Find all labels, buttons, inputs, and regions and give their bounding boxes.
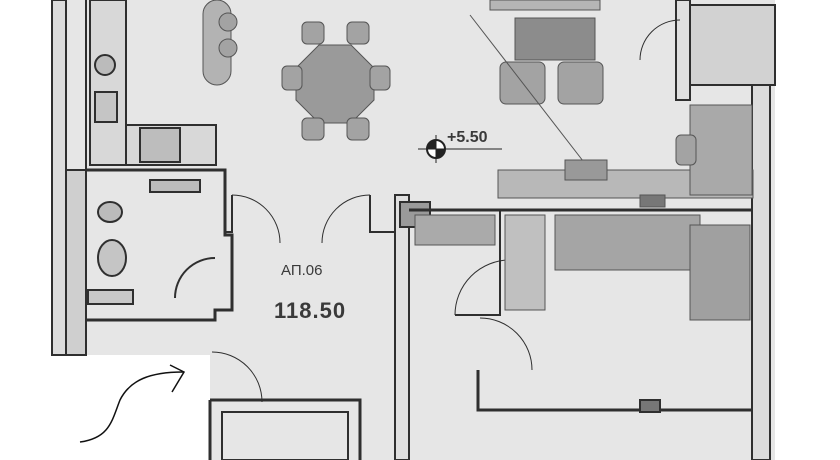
apartment-area: 118.50 bbox=[274, 298, 347, 323]
furniture bbox=[202, 0, 754, 321]
walls bbox=[51, 0, 776, 460]
apartment-floor bbox=[52, 0, 775, 460]
level-mark-label: +5.50 bbox=[447, 129, 488, 146]
apartment-label: АП.06 bbox=[281, 262, 323, 279]
level-marker-icon bbox=[418, 135, 502, 163]
hand-drawn-arrow-icon bbox=[79, 364, 186, 443]
